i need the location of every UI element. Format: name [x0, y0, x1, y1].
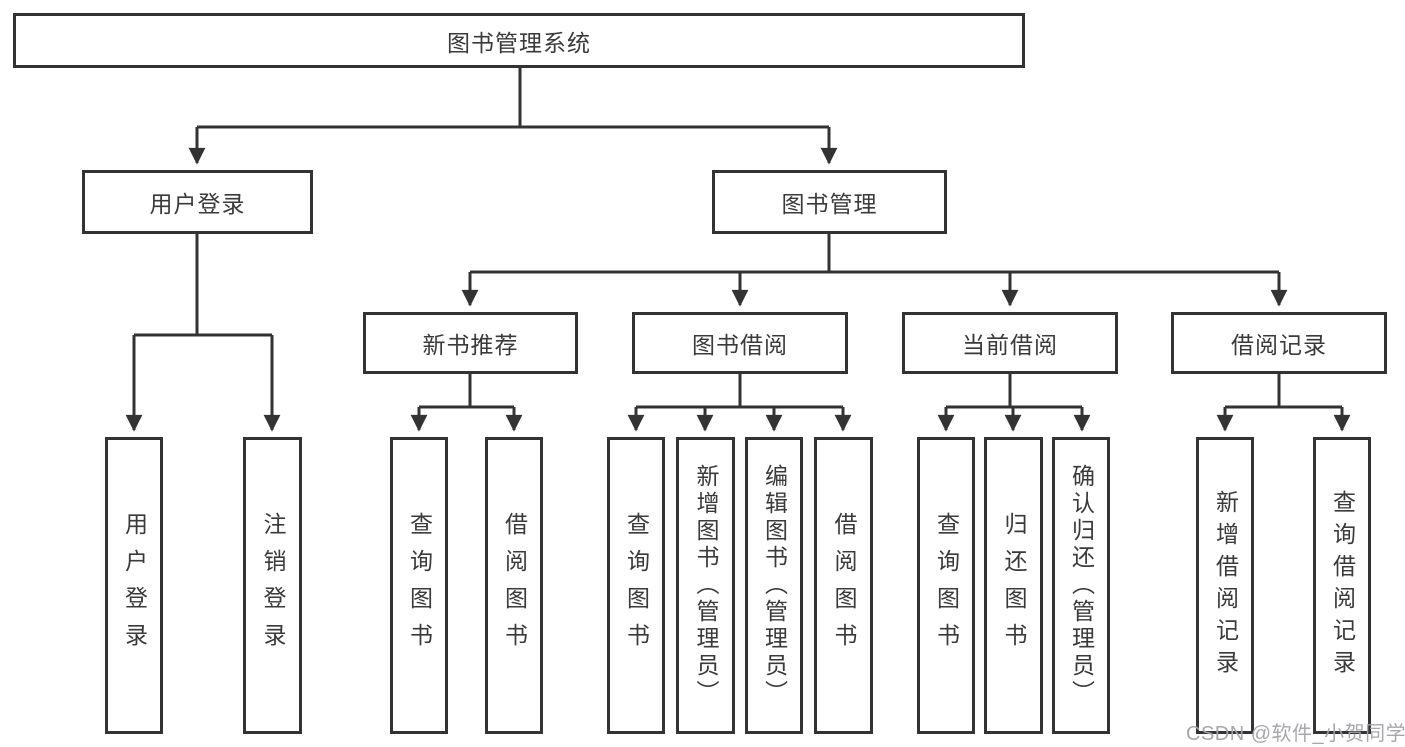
node-leaf-edit-books-admin: 编辑图书（管理员）	[745, 437, 803, 734]
node-book-management: 图书管理	[712, 170, 947, 234]
node-leaf-query-books-recommend-label: 查询图书	[406, 511, 433, 660]
node-leaf-borrow-books-recommend: 借阅图书	[485, 437, 543, 734]
node-leaf-user-login-label: 用户登录	[121, 511, 148, 660]
node-leaf-query-books-current-label: 查询图书	[933, 511, 960, 660]
node-leaf-return-books: 归还图书	[984, 437, 1043, 734]
connector-user-login-children	[125, 234, 281, 432]
node-leaf-user-login: 用户登录	[105, 437, 163, 734]
csdn-watermark: CSDN @软件_小贺同学	[1186, 723, 1405, 745]
node-leaf-query-books-current: 查询图书	[917, 437, 975, 734]
node-leaf-borrow-books-label: 借阅图书	[831, 511, 857, 660]
node-leaf-query-books-borrow: 查询图书	[607, 437, 665, 734]
node-leaf-logout: 注销登录	[243, 437, 302, 734]
connector-root-to-level2	[188, 68, 838, 165]
node-root-label: 图书管理系统	[447, 29, 591, 56]
connector-book-management-children	[461, 234, 1288, 307]
connector-new-book-recommend-children	[410, 374, 523, 432]
node-leaf-query-books-borrow-label: 查询图书	[623, 511, 650, 660]
node-leaf-add-borrow-record: 新增借阅记录	[1196, 437, 1254, 734]
node-leaf-query-borrow-record: 查询借阅记录	[1313, 437, 1371, 734]
node-current-borrow: 当前借阅	[902, 312, 1118, 374]
node-leaf-add-books-admin-label: 新增图书（管理员）	[693, 464, 719, 707]
node-root-system: 图书管理系统	[13, 13, 1025, 68]
node-book-management-label: 图书管理	[781, 191, 878, 217]
node-user-login: 用户登录	[82, 170, 313, 234]
node-leaf-logout-label: 注销登录	[260, 511, 286, 660]
node-user-login-label: 用户登录	[149, 191, 246, 217]
node-new-book-recommend-label: 新书推荐	[422, 332, 519, 358]
node-leaf-query-books-recommend: 查询图书	[390, 437, 448, 734]
node-leaf-return-books-label: 归还图书	[1001, 511, 1027, 660]
node-book-borrow-label: 图书借阅	[692, 332, 788, 358]
node-leaf-borrow-books: 借阅图书	[814, 437, 873, 734]
node-leaf-add-borrow-record-label: 新增借阅记录	[1212, 489, 1239, 682]
node-borrow-records-label: 借阅记录	[1231, 332, 1327, 358]
connector-current-borrow-children	[937, 374, 1091, 432]
node-leaf-borrow-books-recommend-label: 借阅图书	[501, 511, 528, 660]
node-leaf-edit-books-admin-label: 编辑图书（管理员）	[761, 464, 788, 707]
node-borrow-records: 借阅记录	[1171, 312, 1387, 374]
node-new-book-recommend: 新书推荐	[363, 312, 578, 374]
node-leaf-confirm-return-admin-label: 确认归还（管理员）	[1068, 464, 1095, 707]
node-book-borrow: 图书借阅	[632, 312, 848, 374]
node-leaf-confirm-return-admin: 确认归还（管理员）	[1052, 437, 1110, 734]
node-leaf-add-books-admin: 新增图书（管理员）	[676, 437, 735, 734]
node-current-borrow-label: 当前借阅	[962, 332, 1058, 358]
connector-book-borrow-children	[627, 374, 852, 432]
connector-borrow-records-children	[1216, 374, 1351, 432]
node-leaf-query-borrow-record-label: 查询借阅记录	[1329, 489, 1356, 682]
